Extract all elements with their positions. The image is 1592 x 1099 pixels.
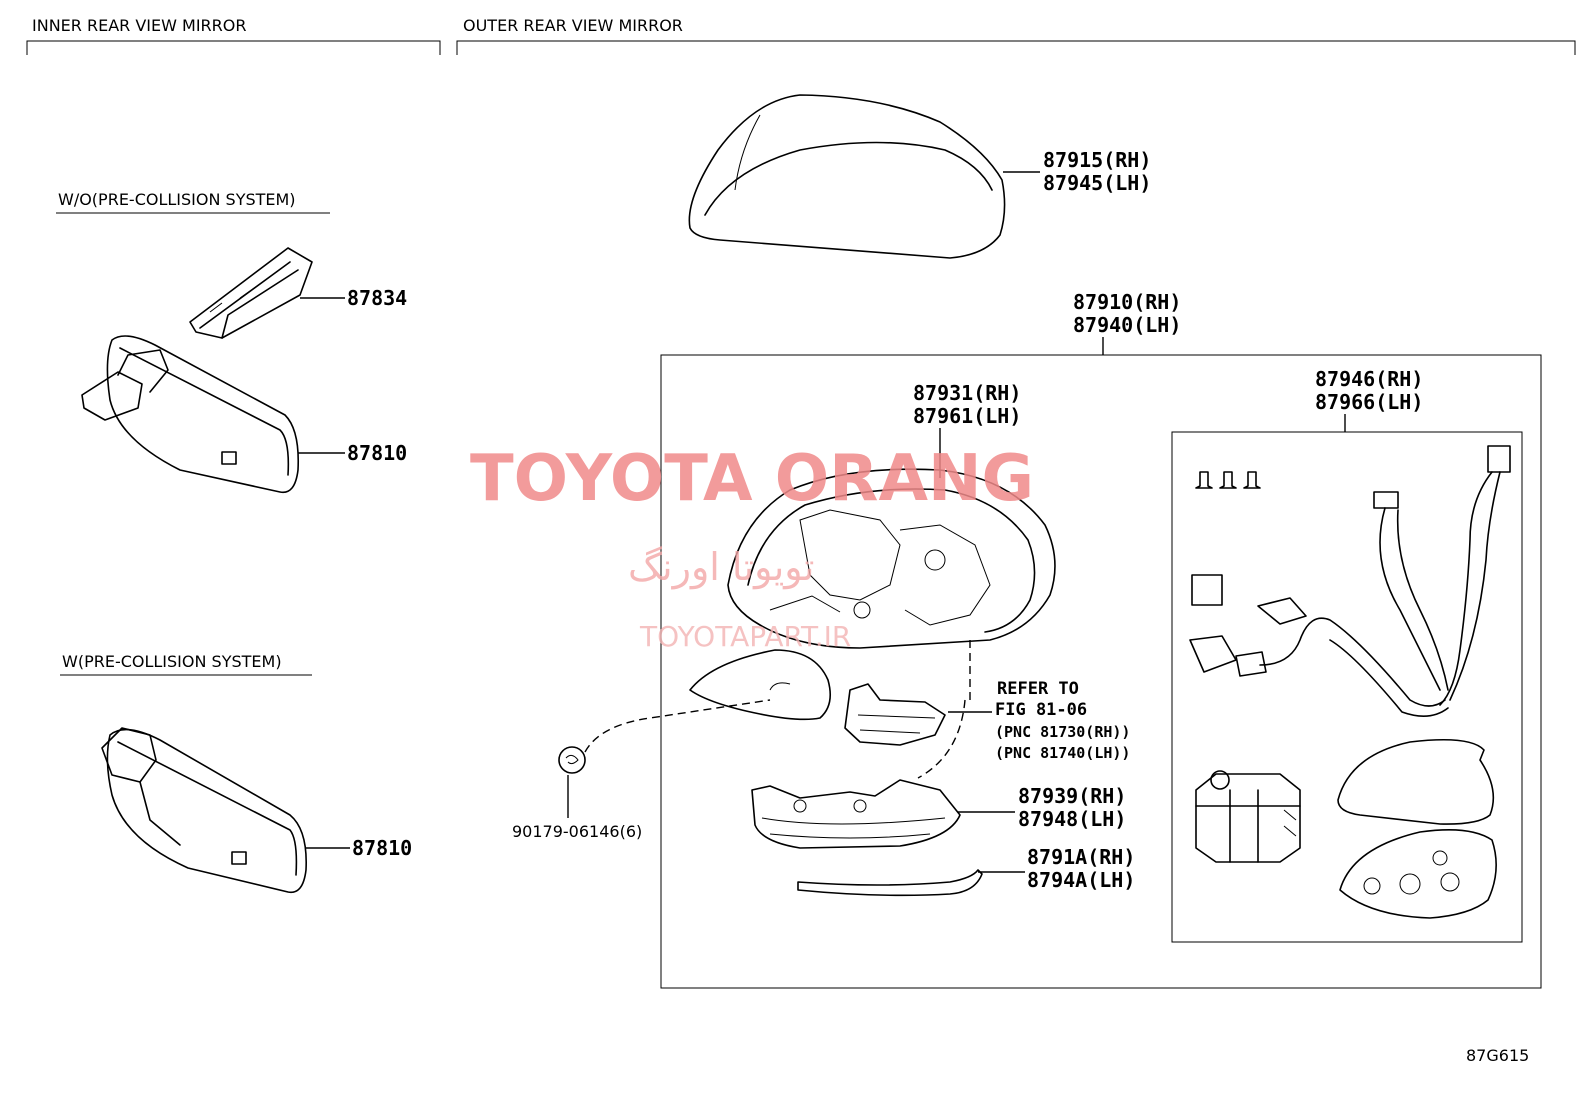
part-number-87945-lh: 87945(LH)	[1043, 171, 1151, 195]
mirror-motor-icon	[1195, 770, 1301, 863]
section-title-inner: INNER REAR VIEW MIRROR	[32, 16, 247, 35]
part-number-87948-lh: 87948(LH)	[1018, 807, 1126, 831]
part-number-87810-with-pcs: 87810	[352, 836, 412, 860]
rear-view-mirror-icon	[81, 335, 300, 494]
bracket-icon	[189, 247, 313, 339]
watermark-main: TOYOTA ORANG	[470, 442, 1034, 516]
turn-signal-lamp-icon	[844, 683, 946, 746]
section-bracket-outer	[456, 40, 1576, 55]
rear-view-mirror-icon	[101, 727, 307, 894]
assembly-frame	[660, 354, 1542, 989]
figure-code: 87G615	[1466, 1046, 1529, 1065]
part-number-87915-rh: 87915(RH)	[1043, 148, 1151, 172]
part-number-87961-lh: 87961(LH)	[913, 404, 1021, 428]
part-number-87966-lh: 87966(LH)	[1315, 390, 1423, 414]
reference-line-3: (PNC 81730(RH))	[995, 723, 1130, 741]
dashed-leader	[917, 699, 966, 779]
watermark-site: TOYOTAPART.IR	[639, 620, 851, 653]
part-number-87834: 87834	[347, 286, 407, 310]
mirror-glass-icon	[689, 649, 831, 721]
part-number-87946-rh: 87946(RH)	[1315, 367, 1423, 391]
part-number-87810-without-pcs: 87810	[347, 441, 407, 465]
turn-signal-lamp-icon	[751, 779, 961, 849]
part-number-87939-rh: 87939(RH)	[1018, 784, 1126, 808]
motor-subassembly-frame	[1171, 431, 1523, 943]
part-number-8794a-lh: 8794A(LH)	[1027, 868, 1135, 892]
part-number-8791a-rh: 8791A(RH)	[1027, 845, 1135, 869]
variant-label-without-pcs: W/O(PRE-COLLISION SYSTEM)	[58, 190, 296, 209]
reference-line-1: REFER TO	[997, 679, 1079, 699]
reference-line-2: FIG 81-06	[995, 700, 1087, 720]
part-number-87910-rh: 87910(RH)	[1073, 290, 1181, 314]
reference-line-4: (PNC 81740(LH))	[995, 744, 1130, 762]
watermark-persian: تویوتا اورنگ	[628, 545, 815, 590]
section-title-outer: OUTER REAR VIEW MIRROR	[463, 16, 683, 35]
clip-icon	[558, 746, 586, 774]
wire-harness-icon	[1189, 445, 1511, 717]
part-number-90179-06146: 90179-06146(6)	[512, 822, 642, 841]
section-bracket-inner	[26, 40, 441, 55]
garnish-strip-icon	[797, 869, 983, 897]
part-number-87940-lh: 87940(LH)	[1073, 313, 1181, 337]
part-number-87931-rh: 87931(RH)	[913, 381, 1021, 405]
mirror-housing-icon	[727, 468, 1056, 649]
variant-label-with-pcs: W(PRE-COLLISION SYSTEM)	[62, 652, 282, 671]
screw-icon	[1195, 471, 1261, 489]
dashed-leader	[584, 699, 771, 753]
mirror-cover-icon	[688, 94, 1006, 259]
mirror-glass-icon	[1337, 738, 1497, 919]
